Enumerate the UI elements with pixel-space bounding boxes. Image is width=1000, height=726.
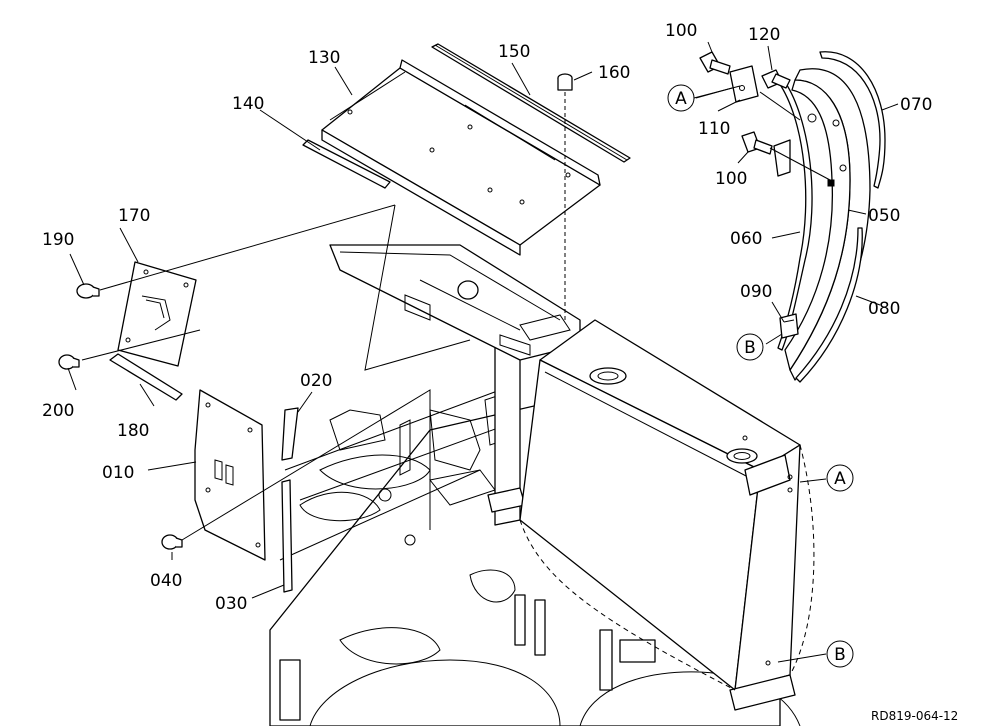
- hidden-lines: [519, 444, 815, 691]
- callout-050: 050: [868, 206, 900, 226]
- part-100-fitting-upper: [699, 51, 731, 75]
- detail-connectors: [759, 91, 831, 345]
- callout-070: 070: [900, 95, 932, 115]
- part-170-plate: [117, 261, 197, 367]
- part-190-grommet: [76, 283, 100, 299]
- part-040-grommet: [161, 534, 183, 550]
- svg-text:B: B: [834, 645, 846, 665]
- callout-140: 140: [232, 94, 264, 114]
- callout-060: 060: [730, 229, 762, 249]
- marker-a-detail: A: [667, 84, 695, 112]
- hood-body: [519, 319, 801, 711]
- svg-text:B: B: [744, 338, 756, 358]
- callout-120: 120: [748, 25, 780, 45]
- callout-170: 170: [118, 206, 150, 226]
- part-110-bracket: [729, 65, 759, 103]
- part-150-seal-strip: [431, 43, 631, 163]
- callout-080: 080: [868, 299, 900, 319]
- part-100-fitting-lower: [741, 131, 773, 155]
- part-020-bar: [281, 407, 299, 461]
- callout-100-upper: 100: [665, 21, 697, 41]
- callout-100-lower: 100: [715, 169, 747, 189]
- reference-code: RD819-064-12: [871, 709, 958, 723]
- part-080-seal: [795, 227, 863, 383]
- callout-130: 130: [308, 48, 340, 68]
- callout-200: 200: [42, 401, 74, 421]
- callout-040: 040: [150, 571, 182, 591]
- part-200-grommet: [58, 354, 80, 370]
- part-050-cover: [784, 68, 871, 381]
- callout-030: 030: [215, 594, 247, 614]
- detail-lower-bracket: [773, 139, 791, 177]
- part-060-seal: [777, 81, 813, 351]
- marker-b-detail: B: [736, 333, 764, 361]
- svg-text:A: A: [834, 469, 846, 489]
- callout-020: 020: [300, 371, 332, 391]
- part-070-trim: [819, 51, 886, 189]
- callout-160: 160: [598, 63, 630, 83]
- marker-a-body: A: [826, 464, 854, 492]
- leader-lines: [67, 41, 899, 663]
- callout-010: 010: [102, 463, 134, 483]
- part-160-grommet: [557, 73, 573, 320]
- part-120-fitting: [761, 69, 791, 89]
- callout-180: 180: [117, 421, 149, 441]
- construction-lines: [81, 204, 471, 541]
- callout-190: 190: [42, 230, 74, 250]
- part-030-strip: [281, 479, 293, 593]
- marker-b-body: B: [826, 640, 854, 668]
- part-130-top-cover: [321, 59, 601, 256]
- part-180-bar: [109, 353, 183, 401]
- part-010-side-panel: [194, 389, 266, 561]
- part-090-bracket: [779, 313, 799, 339]
- svg-text:A: A: [675, 89, 687, 109]
- callout-150: 150: [498, 42, 530, 62]
- top-mounting-bracket: [329, 244, 581, 361]
- callout-110: 110: [698, 119, 730, 139]
- callout-090: 090: [740, 282, 772, 302]
- part-140-strip: [302, 139, 391, 189]
